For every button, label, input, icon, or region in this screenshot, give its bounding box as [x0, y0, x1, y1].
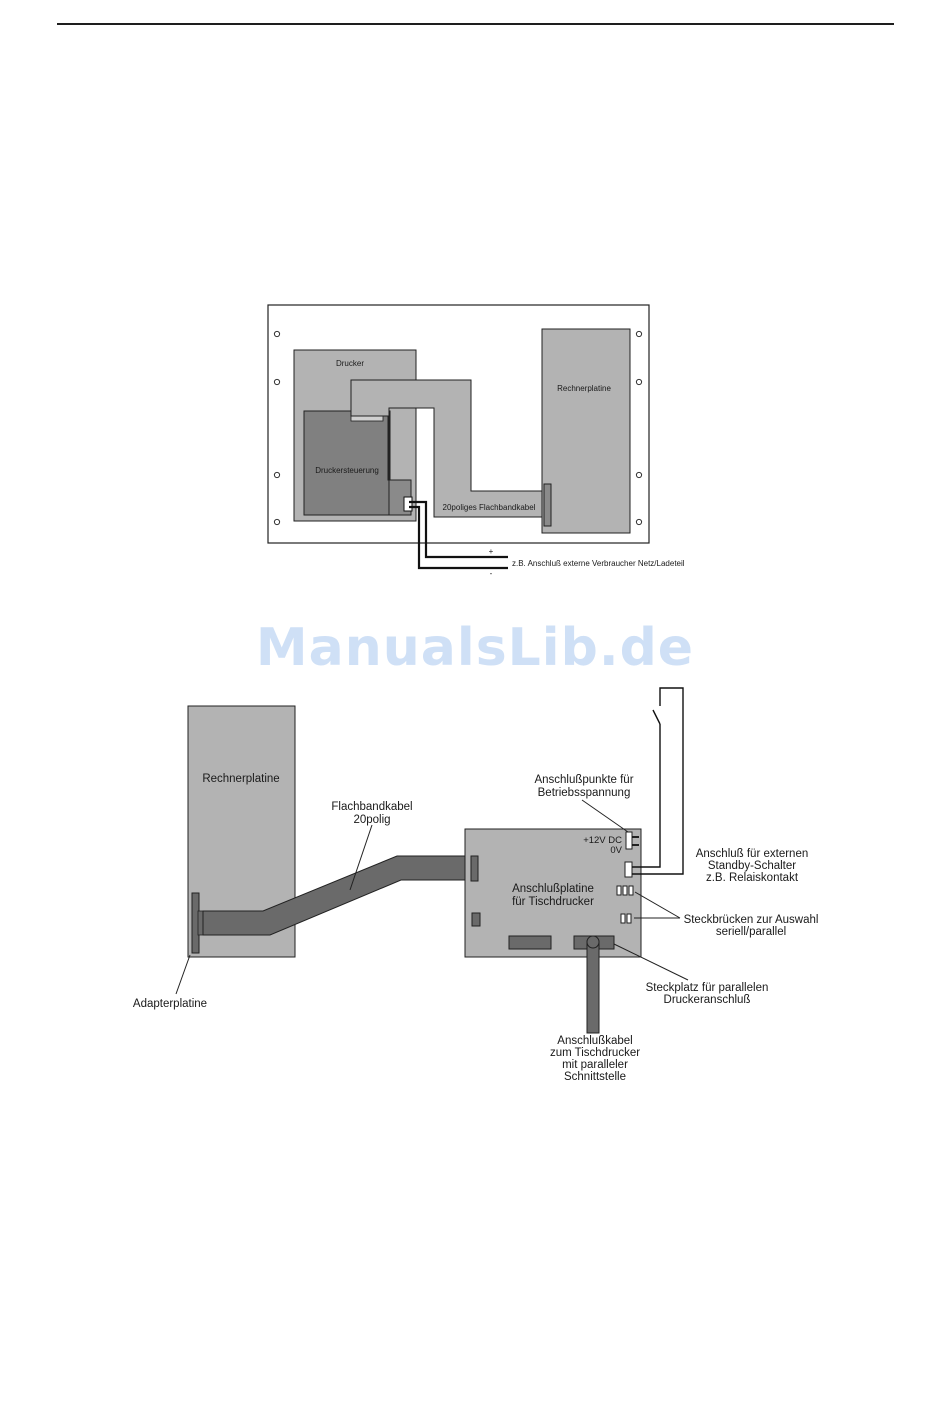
printer-controller-label: Druckersteuerung	[315, 466, 379, 475]
cable-label-3: mit paralleler	[562, 1059, 628, 1071]
jumper-label-2: seriell/parallel	[716, 926, 786, 938]
bottom-diagram: Rechnerplatine Adapterplatine Flachbandk…	[133, 687, 819, 1083]
jumper-pointer	[634, 891, 681, 919]
ribbon-cable-label: 20poliges Flachbandkabel	[443, 503, 536, 512]
cable-label-4: Schnittstelle	[564, 1071, 626, 1083]
minus-label: -	[490, 569, 493, 578]
standby-terminal	[624, 861, 633, 878]
jumper-label-1: Steckbrücken zur Auswahl	[684, 914, 819, 926]
power-connector	[403, 496, 413, 512]
printer-cable	[586, 940, 600, 1034]
jumper-block-2	[620, 913, 632, 924]
supply-label-2: Betriebsspannung	[538, 787, 631, 799]
ribbon-cable-label-2: 20polig	[353, 814, 390, 826]
connection-board-label-1: Anschlußplatine	[512, 883, 594, 895]
watermark: ManualsLib.de	[255, 618, 695, 678]
standby-wire-2	[632, 687, 684, 875]
ribbon-header	[470, 855, 479, 882]
ribbon-cable-label-1: Flachbandkabel	[331, 801, 412, 813]
standby-wire-1	[632, 724, 661, 868]
cable-label-2: zum Tischdrucker	[550, 1047, 640, 1059]
printer-label: Drucker	[336, 359, 364, 368]
slot-label-1: Steckplatz für parallelen	[646, 982, 769, 994]
cable-plug	[586, 935, 600, 949]
switch-lever	[652, 709, 661, 725]
standby-label-3: z.B. Relaiskontakt	[706, 872, 799, 884]
negative-lead	[409, 505, 508, 570]
printer-controller-block	[303, 410, 391, 516]
adapter-plug	[197, 910, 204, 936]
printer-connector	[350, 415, 384, 422]
supply-pointer	[581, 799, 629, 833]
top-diagram: Drucker Druckersteuerung 20poliges Flach…	[267, 304, 685, 578]
supply-label-1: Anschlußpunkte für	[534, 774, 633, 786]
ribbon-cable-pointer	[349, 824, 373, 891]
computer-board-label: Rechnerplatine	[202, 773, 279, 785]
plus-label: +	[489, 547, 494, 556]
slot-label-2: Druckeranschluß	[664, 994, 751, 1006]
positive-lead	[409, 500, 508, 559]
connection-board-label-2: für Tischdrucker	[512, 896, 594, 908]
board-connector	[543, 483, 552, 527]
computer-board	[541, 328, 631, 534]
standby-label-2: Standby-Schalter	[708, 860, 796, 872]
adapter-label: Adapterplatine	[133, 998, 207, 1010]
cable-label-1: Anschlußkabel	[557, 1035, 632, 1047]
ribbon-cable	[350, 379, 547, 518]
zero-volt-label: 0V	[610, 845, 622, 856]
onboard-socket	[508, 935, 552, 950]
small-component	[471, 912, 481, 927]
mounting-screws	[273, 330, 643, 526]
slot-pointer	[613, 943, 689, 981]
standby-label-1: Anschluß für externen	[696, 848, 809, 860]
jumper-block-1	[616, 885, 634, 896]
supply-terminal	[625, 831, 633, 850]
computer-board-label: Rechnerplatine	[557, 384, 611, 393]
dc-label: +12V DC	[583, 835, 622, 846]
header-rule	[57, 23, 894, 25]
adapter-pointer	[175, 954, 191, 995]
external-note: z.B. Anschluß externe Verbraucher Netz/L…	[512, 559, 685, 568]
